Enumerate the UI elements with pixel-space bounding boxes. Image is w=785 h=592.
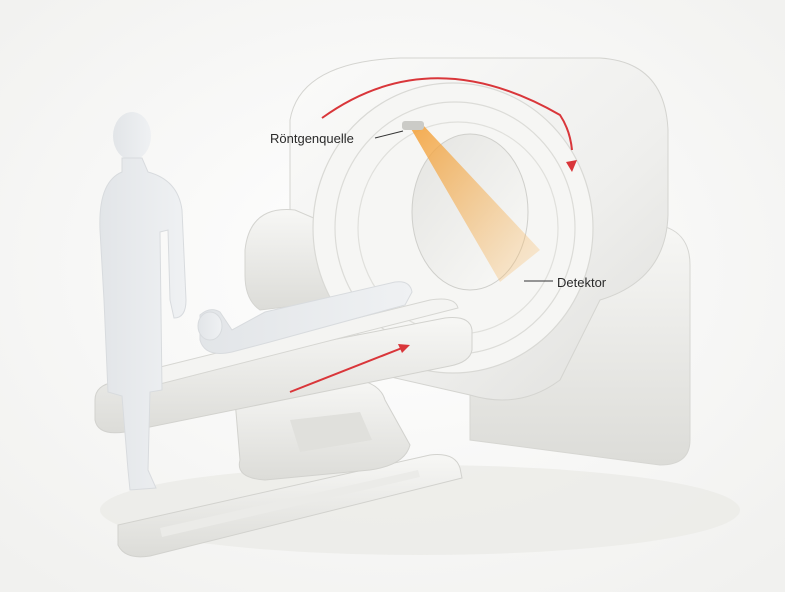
detector-label: Detektor — [557, 276, 606, 289]
xray-source-label: Röntgenquelle — [270, 132, 354, 145]
patient-head — [198, 312, 222, 340]
xray-source — [402, 121, 424, 130]
